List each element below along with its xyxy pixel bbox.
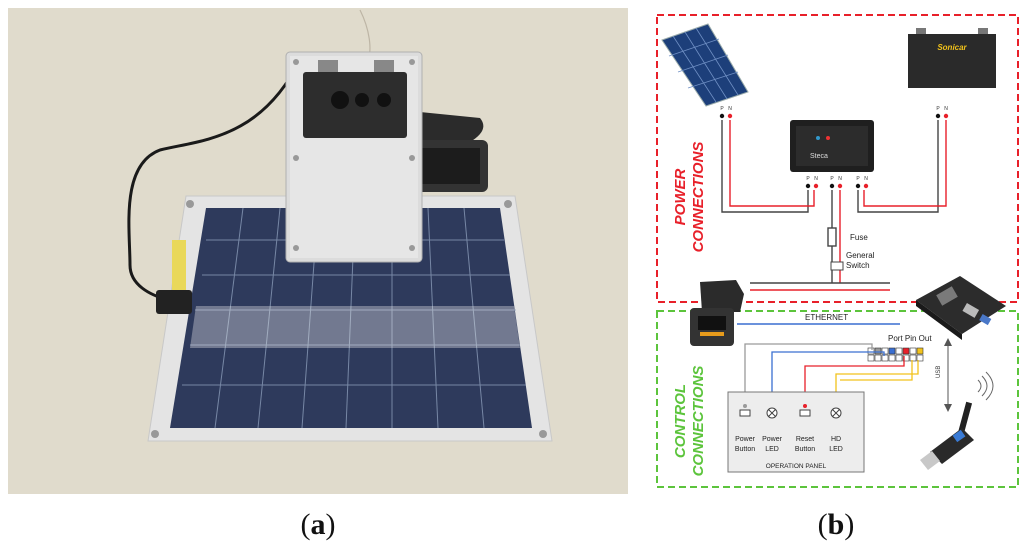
- terminal-dot: [829, 183, 835, 189]
- button-symbol: [799, 409, 811, 417]
- usb-wifi-dongle-icon: USB: [920, 338, 994, 470]
- port-pin-out-label: Port Pin Out: [888, 334, 932, 343]
- panel-item-label: Button: [735, 446, 755, 453]
- terminal-dot: [935, 113, 941, 119]
- pin-cell: [881, 347, 889, 355]
- operation-panel-label: OPERATION PANEL: [766, 463, 827, 470]
- wifi-signal-icon: [977, 371, 994, 401]
- terminal-label: P: [720, 106, 724, 112]
- panel-item-label: Button: [795, 446, 815, 453]
- pin-cell: [902, 347, 910, 355]
- usb-label: USB: [936, 366, 942, 378]
- lidar-sensor-icon: [690, 280, 744, 346]
- pin-cell: [867, 347, 875, 355]
- terminal-dot: [863, 183, 869, 189]
- led-cross: [832, 409, 840, 417]
- terminal-dot: [805, 183, 811, 189]
- battery-brand-label: Sonicar: [937, 43, 967, 52]
- control-section-frame: [656, 310, 1019, 488]
- control-title-line1: CONTROL: [672, 384, 689, 458]
- charge-controller-icon: Steca: [790, 120, 874, 172]
- terminal-dot: [813, 183, 819, 189]
- pin-cell: [895, 347, 903, 355]
- fuse-label: Fuse: [850, 233, 868, 242]
- power-section-frame: [656, 14, 1019, 303]
- panel-item-label: LED: [765, 446, 779, 453]
- terminal-label: N: [864, 176, 868, 182]
- solar-panel-icon: [661, 23, 749, 107]
- general-switch-label-1: General: [846, 251, 875, 260]
- control-wiring: [744, 343, 919, 403]
- terminal-dot: [727, 113, 733, 119]
- enclosure-box-photo: [285, 51, 423, 263]
- solar-panel-photo: [147, 195, 553, 442]
- caption-b: (b): [818, 508, 855, 541]
- pin-cell: [916, 347, 924, 355]
- pin-cell: [874, 347, 882, 355]
- general-switch-label-2: Switch: [846, 261, 870, 270]
- general-switch: [830, 261, 844, 271]
- port-pin-out-header: [867, 347, 924, 362]
- caption-b-letter: b: [828, 508, 845, 541]
- terminal-dot: [855, 183, 861, 189]
- terminal-label: N: [944, 106, 948, 112]
- power-cable: [127, 59, 302, 302]
- diagram-panel-b: POWER CONNECTIONS CONTROL CONNECTIONS S: [650, 8, 1019, 494]
- pin-cell: [881, 354, 889, 362]
- photo-panel-a: [8, 8, 628, 494]
- terminal-label: P: [856, 176, 860, 182]
- pin-cell: [888, 347, 896, 355]
- ethernet-label: ETHERNET: [805, 313, 848, 322]
- pin-cell: [916, 354, 924, 362]
- power-title-line2: CONNECTIONS: [690, 142, 707, 253]
- panel-item-label: Power: [762, 436, 783, 443]
- power-title-line1: POWER: [672, 169, 689, 226]
- pin-cell: [909, 347, 917, 355]
- terminal-label: P: [936, 106, 940, 112]
- battery-icon: Sonicar: [908, 28, 996, 88]
- panel-item-label: LED: [829, 446, 843, 453]
- junction-box: [156, 290, 192, 314]
- wire-dot: [803, 404, 807, 408]
- led-cross: [768, 409, 776, 417]
- pin-cell: [895, 354, 903, 362]
- caption-a: (a): [301, 508, 336, 541]
- panel-item-label: Reset: [796, 436, 814, 443]
- wire-dot: [743, 404, 747, 408]
- terminal-label: N: [838, 176, 842, 182]
- pin-cell: [874, 354, 882, 362]
- button-symbol: [739, 409, 751, 417]
- terminal-dot: [719, 113, 725, 119]
- pin-cell: [867, 354, 875, 362]
- terminal-label: P: [830, 176, 834, 182]
- operation-panel-box: [727, 391, 865, 473]
- panel-item-label: Power: [735, 436, 756, 443]
- control-title-line2: CONNECTIONS: [690, 366, 707, 477]
- caption-a-letter: a: [311, 508, 326, 541]
- embedded-board-icon: [916, 276, 1006, 340]
- terminal-label: N: [814, 176, 818, 182]
- terminal-label: P: [806, 176, 810, 182]
- terminal-label: N: [728, 106, 732, 112]
- terminal-dot: [943, 113, 949, 119]
- pin-cell: [888, 354, 896, 362]
- lidar-sensor-photo: [410, 112, 488, 192]
- pin-cell: [902, 354, 910, 362]
- pin-cell: [909, 354, 917, 362]
- controller-brand-label: Steca: [810, 153, 828, 160]
- panel-item-label: HD: [831, 436, 841, 443]
- terminal-dot: [837, 183, 843, 189]
